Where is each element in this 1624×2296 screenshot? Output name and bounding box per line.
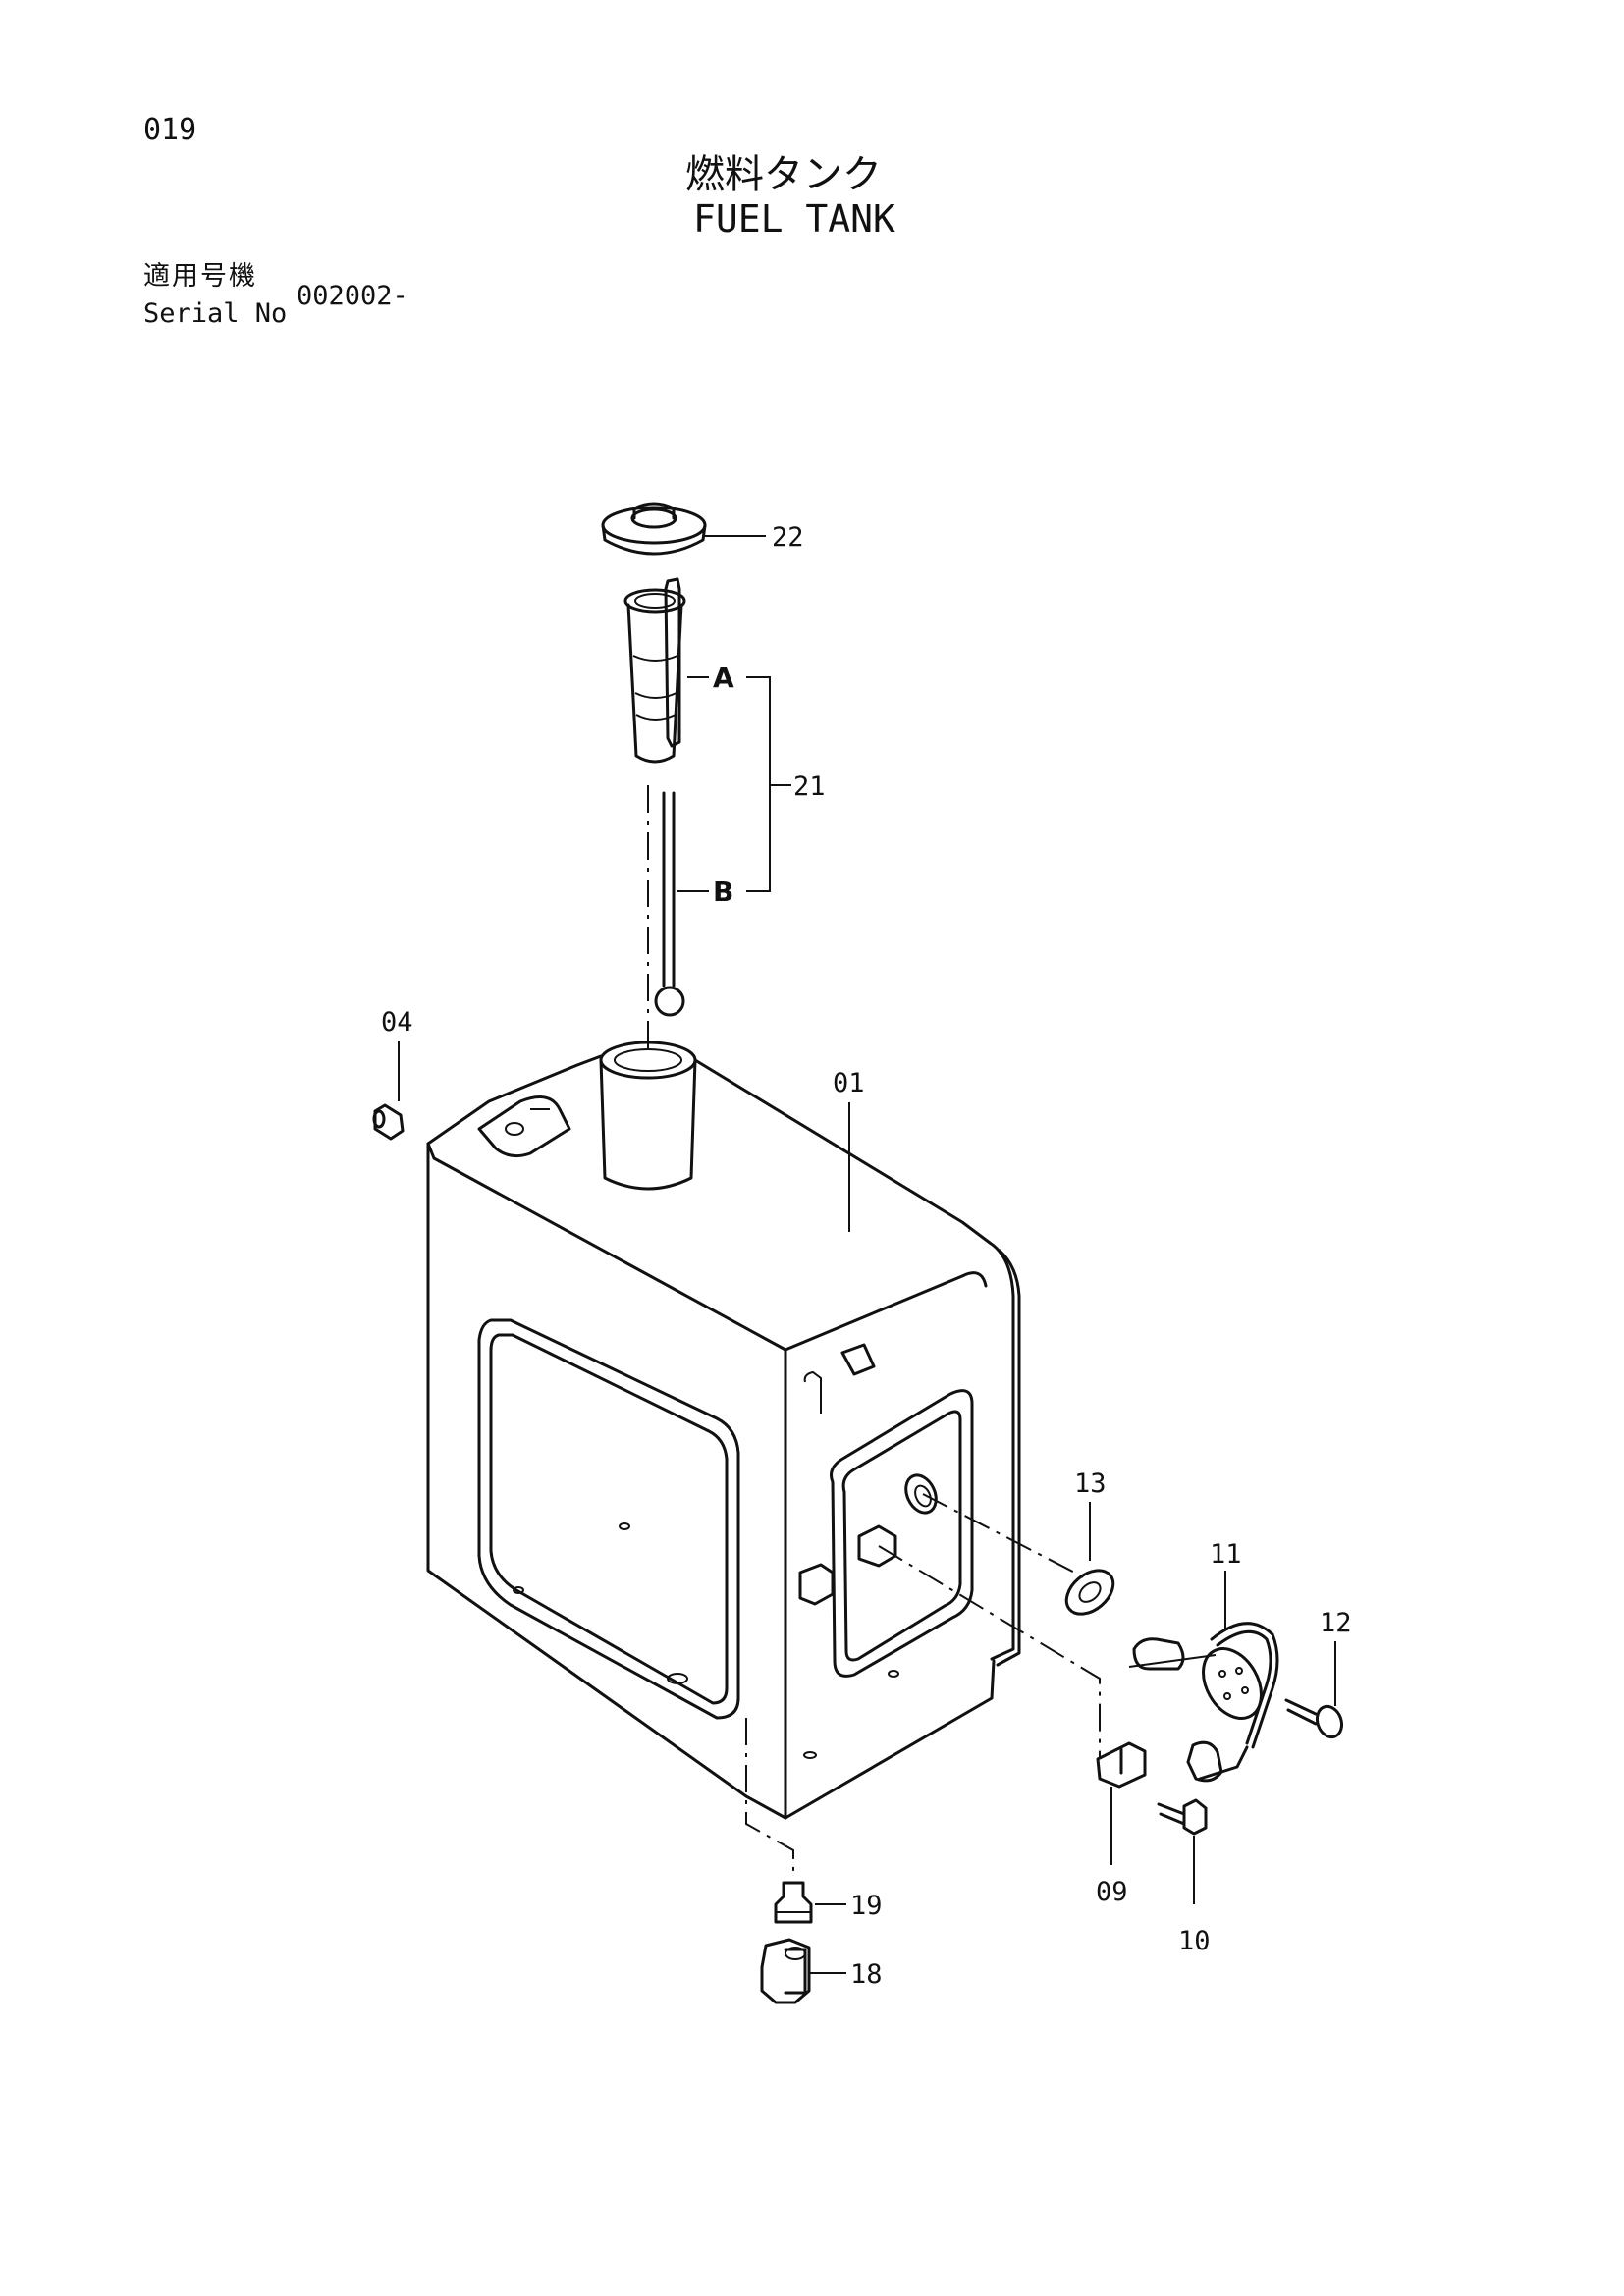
- callout-18: 18: [850, 1959, 883, 1990]
- part-13-seal-ring[interactable]: [1058, 1502, 1122, 1623]
- callout-09: 09: [1096, 1877, 1128, 1907]
- callout-13: 13: [1074, 1468, 1107, 1499]
- callout-B: B: [713, 876, 733, 908]
- diagram-title-english: FUEL TANK: [693, 197, 895, 240]
- center-line: [922, 1493, 1091, 1581]
- callout-21: 21: [793, 772, 826, 802]
- part-10-bolt[interactable]: [1157, 1798, 1208, 1904]
- part-12-bolt[interactable]: [1284, 1641, 1346, 1740]
- part-11-fuel-sensor[interactable]: [1128, 1571, 1279, 1783]
- callout-04: 04: [381, 1007, 413, 1038]
- callout-11: 11: [1210, 1539, 1242, 1570]
- serial-number-value: 002002-: [297, 281, 408, 311]
- diagram-title-japanese: 燃料タンク: [685, 152, 882, 197]
- callout-A: A: [713, 662, 734, 694]
- part-18-drain-cock[interactable]: [760, 1938, 846, 2004]
- callout-01: 01: [833, 1068, 865, 1098]
- serial-label-japanese: 適用号機: [143, 261, 257, 292]
- serial-label-english: Serial No: [143, 298, 288, 329]
- part-21B-level-gauge[interactable]: [654, 791, 709, 1017]
- part-01-fuel-tank[interactable]: [426, 1041, 1021, 1820]
- callout-12: 12: [1320, 1608, 1352, 1638]
- part-22-filler-cap[interactable]: [601, 502, 766, 556]
- part-09-bracket[interactable]: [1096, 1741, 1147, 1865]
- callout-10: 10: [1178, 1926, 1211, 1956]
- callout-bracket-21: [746, 676, 791, 892]
- part-21A-strainer[interactable]: [623, 577, 709, 764]
- part-04-plug[interactable]: [372, 1041, 405, 1141]
- center-line: [745, 1718, 794, 1877]
- callout-22: 22: [772, 522, 804, 553]
- callout-19: 19: [850, 1891, 883, 1921]
- page-number: 019: [143, 113, 197, 147]
- center-line: [878, 1545, 1101, 1757]
- part-19-fitting[interactable]: [774, 1881, 846, 1924]
